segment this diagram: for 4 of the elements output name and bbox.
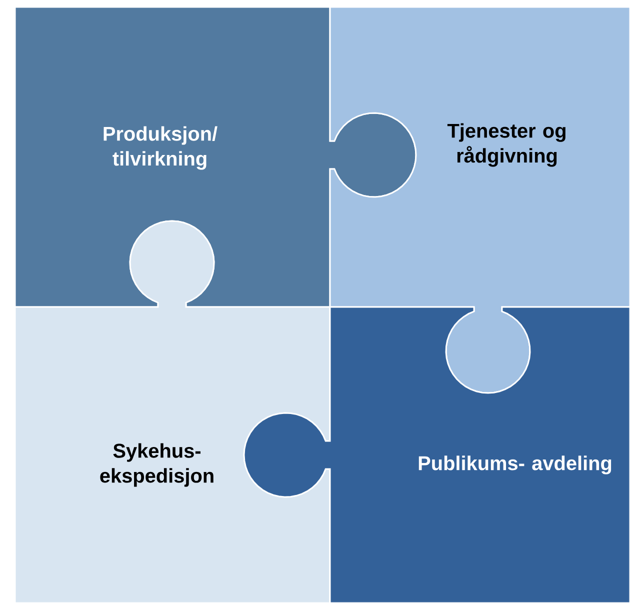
puzzle-piece: Publikums- avdeling bbox=[243, 306, 630, 603]
puzzle-piece: Tjenester og rådgivning bbox=[329, 6, 630, 394]
puzzle-piece: Sykehus- ekspedisjon bbox=[14, 220, 331, 603]
puzzle-piece: Produksjon/ tilvirkning bbox=[14, 6, 417, 308]
